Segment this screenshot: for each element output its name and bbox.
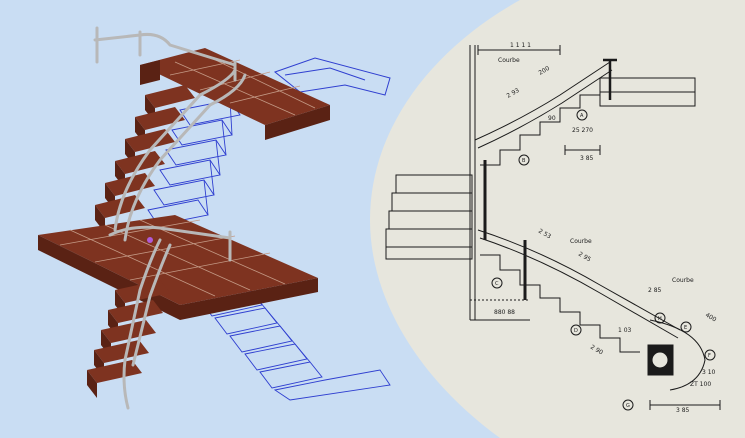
label-upper-rail: Courbe — [498, 57, 520, 64]
lower-flight-steps — [87, 280, 170, 398]
svg-text:H: H — [658, 316, 662, 322]
label-lower-dim-d: 1 03 — [618, 327, 632, 334]
callout-b: B — [518, 154, 530, 166]
label-upper-dim-c: 90 — [548, 115, 556, 122]
upper-lift-rail-2 — [123, 73, 247, 242]
wireframe-upper-flight — [147, 99, 241, 226]
lower-step-profile — [480, 254, 640, 353]
panel-background — [370, 0, 745, 438]
lower-lift-rail-2 — [131, 243, 172, 367]
label-bottom-dim-a: 3 10 — [702, 369, 716, 376]
label-lower-dim-a: 2 85 — [648, 287, 662, 294]
upper-lift-rail — [113, 68, 237, 232]
label-left-dim: 880 88 — [494, 309, 515, 316]
callouts: A B C D E F G H — [491, 109, 716, 411]
svg-text:G: G — [626, 403, 630, 409]
technical-drawing-panel — [370, 0, 745, 438]
upper-step-profile — [480, 94, 600, 166]
dim-line-top — [477, 45, 561, 55]
callout-f: F — [704, 349, 716, 361]
label-bottom-dim-b: ZT 100 — [690, 381, 711, 388]
upper-landing — [140, 48, 330, 140]
svg-text:B: B — [522, 158, 526, 164]
callout-c: C — [491, 277, 503, 289]
svg-text:E: E — [684, 325, 687, 331]
stair-drawing — [385, 45, 721, 410]
chair-marker — [147, 237, 153, 243]
callout-a: A — [576, 109, 588, 121]
label-top-length: 1 1 1 1 — [510, 42, 531, 49]
dim-line-bottom — [649, 400, 721, 410]
svg-text:C: C — [495, 281, 499, 287]
middle-landing — [38, 215, 318, 320]
svg-text:F: F — [708, 353, 711, 359]
staircase-3d-model — [38, 26, 391, 410]
label-upper-dim-a: 200 — [538, 65, 552, 77]
svg-text:D: D — [574, 328, 578, 334]
callout-h: H — [654, 312, 666, 324]
label-bottom-dim-c: 3 85 — [676, 407, 690, 414]
callout-g: G — [622, 399, 634, 411]
label-upper-dim-d: 25 270 — [572, 127, 593, 134]
lower-lift-rail — [122, 238, 162, 410]
callout-d: D — [570, 324, 582, 336]
dim-line-right — [564, 145, 601, 155]
label-lower-rail: Courbe — [672, 277, 694, 284]
drawing-left-steps — [385, 174, 473, 260]
label-upper-dim-e: 3 85 — [580, 155, 594, 162]
lower-rail-lines — [477, 229, 681, 339]
label-middle-rail: Courbe — [570, 238, 592, 245]
middle-handrail — [108, 225, 232, 240]
upper-rail-lines — [474, 61, 613, 149]
stair-rails — [93, 26, 247, 410]
svg-text:A: A — [580, 113, 584, 119]
callout-e: E — [680, 321, 692, 333]
label-lower-dim-b: 400 — [704, 312, 718, 324]
